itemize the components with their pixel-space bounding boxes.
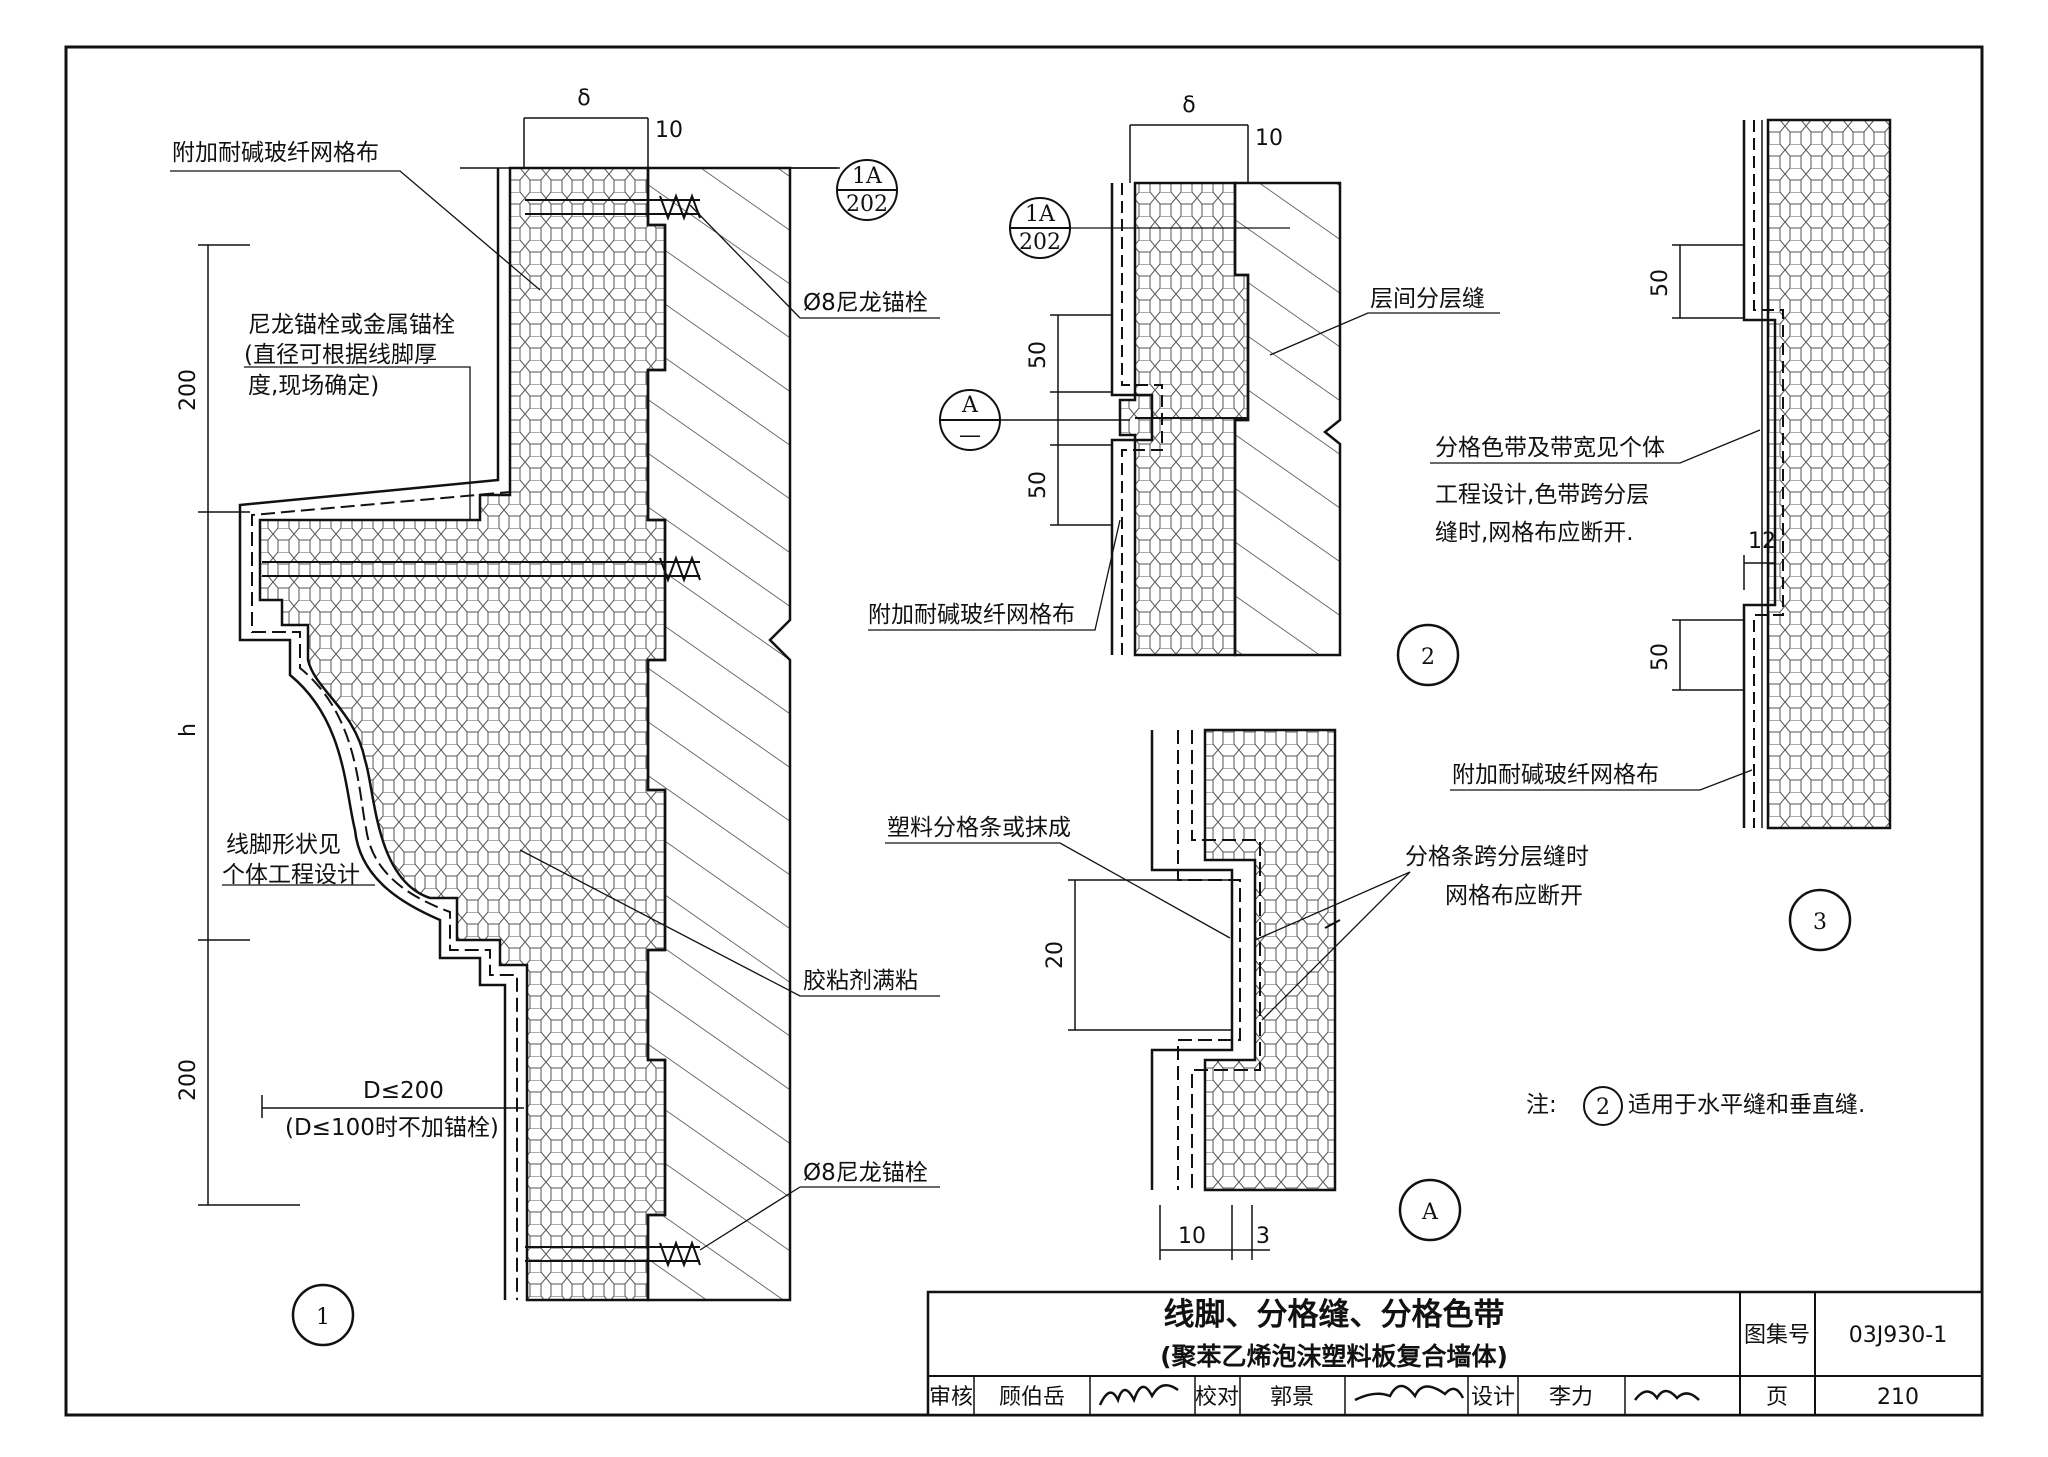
label-plastic-strip: 塑料分格条或抹成 (887, 815, 1071, 841)
svg-text:适用于水平缝和垂直缝.: 适用于水平缝和垂直缝. (1628, 1092, 1865, 1118)
ref-bubble-1a-202-detail2: 1A 202 (1009, 197, 1290, 259)
detail-number-1: 1 (291, 1283, 355, 1347)
label-strip-1: 分格色带及带宽见个体 (1435, 435, 1665, 461)
dim-h: h (176, 723, 201, 737)
page-number: 210 (1877, 1385, 1919, 1410)
detail-number-3: 3 (1788, 888, 1852, 952)
dim-50b: 50 (1648, 643, 1673, 671)
svg-text:2: 2 (1421, 645, 1435, 670)
insulation-board (1766, 118, 1892, 830)
label-d-note: (D≤100时不加锚栓) (285, 1115, 499, 1141)
dim-3: 3 (1256, 1224, 1270, 1249)
drawing-title: 线脚、分格缝、分格色带 (1164, 1297, 1505, 1333)
dim-200-top: 200 (176, 369, 201, 411)
concrete-wall (646, 166, 792, 1302)
title-block: 线脚、分格缝、分格色带 (聚苯乙烯泡沫塑料板复合墙体) 图集号 03J930-1… (926, 1290, 1984, 1417)
label-layer-joint: 层间分层缝 (1370, 286, 1485, 312)
atlas-label: 图集号 (1744, 1323, 1810, 1348)
label-profile-2: 个体工程设计 (222, 862, 360, 888)
label-anchor-type-2: (直径可根据线脚厚 (244, 342, 437, 368)
svg-text:1: 1 (316, 1305, 330, 1330)
signature-reviewer (1098, 1383, 1179, 1406)
svg-text:—: — (959, 423, 981, 448)
insulation-board (1203, 728, 1337, 1192)
anchor-bottom (525, 1240, 701, 1268)
leaders-3 (1430, 429, 1761, 791)
label-cross-1: 分格条跨分层缝时 (1405, 844, 1589, 870)
detail-number-2: 2 (1396, 623, 1460, 687)
dimension-lines-3 (1672, 244, 1776, 691)
check-label: 校对 (1195, 1385, 1239, 1410)
detail-3-color-strip: 50 50 12 分格色带及带宽见个体 工程设计,色带跨分层 缝时,网格布应断开… (1430, 118, 1892, 952)
checker: 郭景 (1270, 1385, 1314, 1410)
reviewer: 顾伯岳 (999, 1385, 1065, 1410)
render-outer (238, 168, 507, 1300)
dim-10: 10 (1255, 126, 1283, 151)
dim-delta: δ (577, 86, 590, 111)
leaders-a (885, 842, 1411, 1021)
dim-50b: 50 (1026, 471, 1051, 499)
designer: 李力 (1549, 1385, 1593, 1410)
dimension-lines-2 (1000, 124, 1249, 526)
label-adhesive: 胶粘剂满粘 (803, 968, 918, 994)
dim-200-bottom: 200 (176, 1059, 201, 1101)
dimension-lines-1 (198, 117, 649, 1206)
design-label: 设计 (1471, 1385, 1515, 1410)
svg-text:1A: 1A (1025, 202, 1056, 227)
label-mesh-top: 附加耐碱玻纤网格布 (172, 140, 379, 166)
anchor-top (525, 193, 701, 221)
note: 注: 2 适用于水平缝和垂直缝. (1526, 1086, 1865, 1126)
label-nylon-anchor-top: Ø8尼龙锚栓 (803, 290, 928, 316)
label-anchor-type: 尼龙锚栓或金属锚栓 (248, 312, 455, 338)
concrete-wall (1233, 181, 1342, 657)
mesh-dashed (251, 168, 518, 1300)
dim-10: 10 (655, 118, 683, 143)
label-d-max: D≤200 (363, 1078, 444, 1104)
label-strip-3: 缝时,网格布应断开. (1435, 520, 1634, 546)
svg-text:注:: 注: (1526, 1092, 1557, 1118)
label-cross-2: 网格布应断开 (1445, 883, 1583, 909)
svg-text:3: 3 (1813, 910, 1827, 935)
svg-text:1A: 1A (852, 164, 883, 189)
dimension-lines-a (1068, 879, 1270, 1260)
dim-10: 10 (1178, 1224, 1206, 1249)
svg-text:A: A (1421, 1200, 1439, 1225)
detail-1-plinth: 200 h 200 δ 10 1A 202 附加耐碱玻纤网格布 尼龙锚栓或金属锚… (170, 86, 940, 1347)
dim-20: 20 (1043, 941, 1068, 969)
label-strip-2: 工程设计,色带跨分层 (1435, 482, 1649, 508)
detail-number-a: A (1398, 1178, 1462, 1242)
signature-checker (1354, 1384, 1465, 1402)
review-label: 审核 (929, 1385, 973, 1410)
label-profile-1: 线脚形状见 (226, 832, 341, 858)
ref-bubble-1a-202: 1A 202 (760, 159, 898, 221)
dim-50a: 50 (1648, 269, 1673, 297)
leaders-2 (868, 312, 1500, 631)
label-anchor-type-3: 度,现场确定) (248, 373, 379, 399)
section-marker-a: A — (939, 389, 1001, 451)
label-nylon-anchor-bottom: Ø8尼龙锚栓 (803, 1160, 928, 1186)
label-mesh-detail3: 附加耐碱玻纤网格布 (1452, 762, 1659, 788)
atlas-number: 03J930-1 (1849, 1323, 1947, 1348)
svg-text:A: A (961, 393, 979, 418)
svg-text:2: 2 (1596, 1095, 1610, 1120)
svg-text:202: 202 (846, 192, 888, 217)
dim-12: 12 (1748, 529, 1776, 554)
detail-2-layer-joint: δ 10 50 50 1A 202 A — 层间分层缝 附加耐碱玻纤网格布 2 (868, 93, 1500, 687)
leaders-1 (170, 170, 940, 1251)
dim-50a: 50 (1026, 341, 1051, 369)
anchor-middle (262, 555, 701, 583)
signature-designer (1634, 1389, 1700, 1401)
label-mesh-detail2: 附加耐碱玻纤网格布 (868, 602, 1075, 628)
svg-text:202: 202 (1019, 230, 1061, 255)
drawing-subtitle: (聚苯乙烯泡沫塑料板复合墙体) (1160, 1342, 1508, 1371)
insulation-board (258, 166, 667, 1302)
page-label: 页 (1766, 1385, 1788, 1410)
dim-delta: δ (1182, 93, 1195, 118)
detail-a-plastic-strip: 20 10 3 塑料分格条或抹成 分格条跨分层缝时 网格布应断开 A (885, 728, 1589, 1260)
